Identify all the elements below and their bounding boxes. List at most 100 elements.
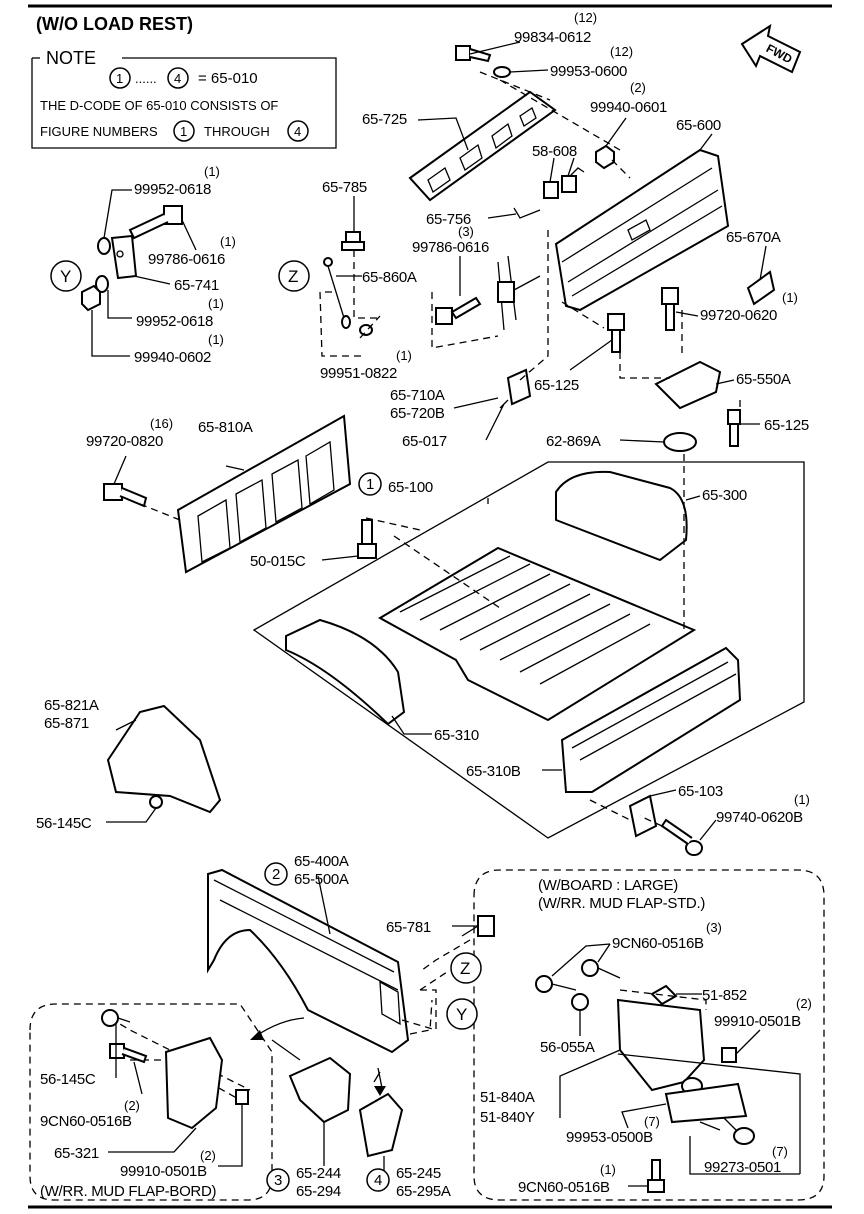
- note-equals: = 65-010: [198, 70, 258, 87]
- label-51-840A: 51-840A: [480, 1089, 535, 1106]
- callout-1: 1: [358, 472, 382, 496]
- header-title: (W/O LOAD REST): [36, 14, 193, 34]
- part-65-321-mudflap: [164, 1036, 224, 1130]
- svg-text:1: 1: [366, 476, 374, 493]
- label-65-821A: 65-821A: [44, 697, 99, 714]
- svg-text:Z: Z: [288, 267, 298, 286]
- label-65-310B: 65-310B: [466, 763, 521, 780]
- callout-4: 4: [366, 1168, 390, 1192]
- callout-y-lower: Y: [446, 998, 478, 1030]
- bolt-56-145C-upper: [149, 795, 163, 809]
- bolt-50-015C: [357, 519, 377, 559]
- label-65-756: 65-756: [426, 211, 471, 228]
- label-65-321: 65-321: [54, 1145, 99, 1162]
- svg-text:Y: Y: [456, 1005, 467, 1024]
- label-99720-0820: 99720-0820: [86, 433, 163, 450]
- part-65-821A-bracket: [106, 704, 222, 814]
- part-65-550A: [654, 360, 722, 410]
- clip-51-852: [650, 984, 678, 1006]
- label-65-550A: 65-550A: [736, 371, 791, 388]
- svg-text:Y: Y: [60, 267, 71, 286]
- bolt-99720-0620: [661, 287, 679, 331]
- note-start-num: 1: [116, 71, 123, 86]
- part-65-310: [285, 618, 406, 726]
- screw-9CN60-0516B-board-c: [647, 1159, 665, 1193]
- label-65-860A: 65-860A: [362, 269, 417, 286]
- label-99786-0616-lower: 99786-0616: [148, 251, 225, 268]
- label-99953-0600: 99953-0600: [550, 63, 627, 80]
- note-line2-a: FIGURE NUMBERS: [40, 124, 158, 139]
- rivet-99273-0501: [723, 1117, 755, 1145]
- part-65-860A-cable: [323, 257, 351, 329]
- note-title: NOTE: [46, 48, 96, 68]
- part-65-400A-fender: [207, 868, 410, 1054]
- part-51-840A-mudflap: [616, 998, 706, 1095]
- label-65-741: 65-741: [174, 277, 219, 294]
- note-end-num: 4: [174, 71, 181, 86]
- label-9CN60-0516B-bord: 9CN60-0516B: [40, 1113, 132, 1130]
- nut-99910-0501B-bord: [235, 1089, 249, 1105]
- bolt-9CN60-0516B-board-a: [535, 975, 577, 993]
- bolt-99786-0616-upper: [435, 296, 482, 325]
- qty-99952-0618-upper: (1): [204, 164, 220, 179]
- board-large-line1: (W/BOARD : LARGE): [538, 877, 678, 894]
- washer-99952-0618-lower: [95, 275, 109, 293]
- svg-text:2: 2: [272, 866, 280, 883]
- qty-99910-0501B-board: (2): [796, 996, 812, 1011]
- label-65-245: 65-245: [396, 1165, 441, 1182]
- qty-99953-0500B: (7): [644, 1114, 660, 1129]
- svg-text:3: 3: [274, 1172, 282, 1189]
- washer-99952-0618-upper: [97, 237, 111, 255]
- label-65-294: 65-294: [296, 1183, 341, 1200]
- label-9CN60-0516B-board-c: 9CN60-0516B: [518, 1179, 610, 1196]
- label-9CN60-0516B-board-a: 9CN60-0516B: [612, 935, 704, 952]
- note-line2-num2: 4: [294, 124, 301, 139]
- mudflap-bord-box: [29, 1003, 273, 1201]
- note-end-circle: [167, 67, 189, 89]
- qty-99951-0822: (1): [396, 348, 412, 363]
- label-99273-0501: 99273-0501: [704, 1159, 781, 1176]
- label-65-720B: 65-720B: [390, 405, 445, 422]
- label-65-400A: 65-400A: [294, 853, 349, 870]
- label-mudflap-bord: (W/RR. MUD FLAP-BORD): [40, 1183, 216, 1200]
- label-62-869A: 62-869A: [546, 433, 601, 450]
- bolt-99720-0820: [103, 483, 148, 508]
- label-65-103: 65-103: [678, 783, 723, 800]
- label-99834-0612: 99834-0612: [514, 29, 591, 46]
- bolt-99786-0616-lower: [128, 205, 183, 240]
- bolt-65-125-upper: [607, 313, 625, 353]
- label-56-145C-lower: 56-145C: [40, 1071, 96, 1088]
- part-65-600-tailgate: [554, 148, 730, 312]
- label-51-840Y: 51-840Y: [480, 1109, 535, 1126]
- part-65-245: [358, 1092, 404, 1158]
- nut-99940-0602: [81, 284, 101, 312]
- part-65-741-hinge: [110, 234, 138, 280]
- label-65-500A: 65-500A: [294, 871, 349, 888]
- note-line1: THE D-CODE OF 65-010 CONSISTS OF: [40, 98, 278, 113]
- label-99910-0501B-board: 99910-0501B: [714, 1013, 801, 1030]
- label-65-100: 65-100: [388, 479, 433, 496]
- qty-99786-0616-upper: (3): [458, 224, 474, 239]
- label-65-600: 65-600: [676, 117, 721, 134]
- qty-99834-0612: (12): [574, 10, 597, 25]
- callout-y-upper: Y: [50, 260, 82, 292]
- bolt-65-125-lower: [727, 409, 741, 447]
- nut-99910-0501B-board: [721, 1047, 737, 1063]
- fwd-arrow-icon: FWD: [740, 23, 802, 74]
- label-65-300: 65-300: [702, 487, 747, 504]
- label-58-608: 58-608: [532, 143, 577, 160]
- label-99952-0618-lower: 99952-0618: [136, 313, 213, 330]
- note-start-circle: [109, 67, 131, 89]
- label-65-725: 65-725: [362, 111, 407, 128]
- board-large-box: [473, 869, 825, 1201]
- label-99940-0601: 99940-0601: [590, 99, 667, 116]
- note-box: NOTE 1 ...... 4 = 65-010 THE D-CODE OF 6…: [31, 48, 337, 149]
- label-99952-0618-upper: 99952-0618: [134, 181, 211, 198]
- part-65-310B: [560, 646, 742, 793]
- part-65-244: [288, 1056, 352, 1124]
- label-65-871: 65-871: [44, 715, 89, 732]
- label-56-055A: 56-055A: [540, 1039, 595, 1056]
- board-large-line2: (W/RR. MUD FLAP-STD.): [538, 895, 705, 912]
- qty-99786-0616-lower: (1): [220, 234, 236, 249]
